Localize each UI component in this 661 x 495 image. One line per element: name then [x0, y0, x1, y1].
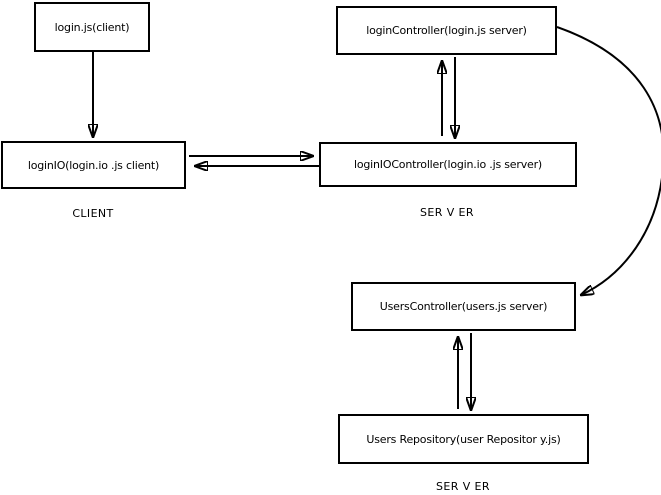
node-login-controller: loginController(login.js server)	[336, 6, 557, 55]
client-group-label: CLIENT	[72, 207, 114, 220]
node-login-client-label: login.js(client)	[54, 20, 130, 34]
server-group-label-top: SER V ER	[420, 206, 474, 219]
node-login-controller-label: loginController(login.js server)	[366, 24, 527, 37]
server-group-label-bottom: SER V ER	[436, 480, 490, 493]
arrow-logincontroller-to-userscontroller-curve	[556, 26, 661, 295]
node-users-controller: UsersController(users.js server)	[351, 282, 576, 331]
node-users-repository: Users Repository(user Repositor y.js)	[338, 414, 589, 464]
node-users-repository-label: Users Repository(user Repositor y.js)	[366, 432, 561, 446]
node-loginio-controller: loginIOController(login.io .js server)	[319, 142, 577, 187]
node-login-client: login.js(client)	[34, 2, 150, 52]
node-loginio-client-label: loginIO(login.io .js client)	[27, 158, 160, 172]
node-loginio-client: loginIO(login.io .js client)	[1, 141, 186, 189]
node-users-controller-label: UsersController(users.js server)	[379, 300, 548, 313]
node-loginio-controller-label: loginIOController(login.io .js server)	[354, 158, 542, 171]
